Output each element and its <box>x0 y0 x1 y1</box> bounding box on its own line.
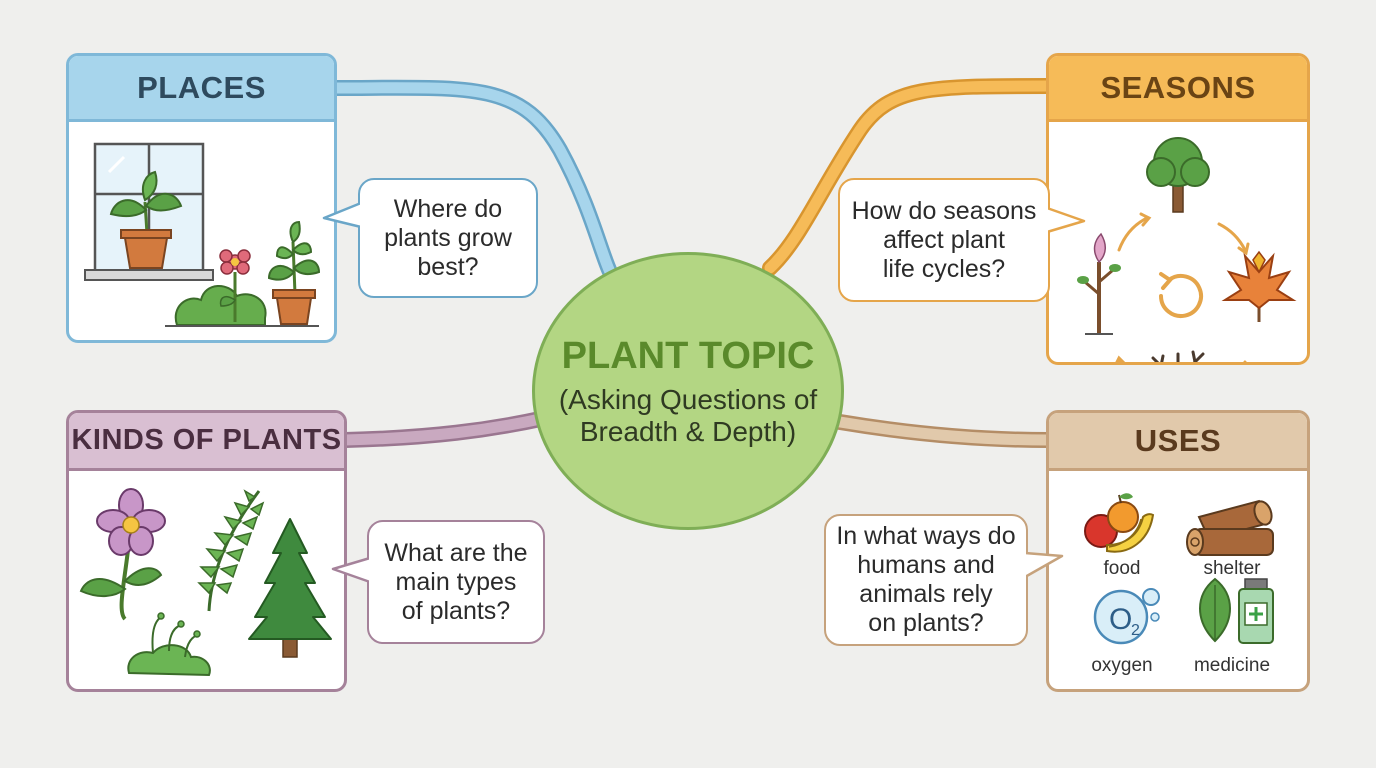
uses-title: USES <box>1049 413 1307 471</box>
places-illustration <box>84 142 321 327</box>
flower-icon <box>79 488 166 621</box>
kinds-card: KINDS OF PLANTS <box>66 410 347 692</box>
food-icon <box>1084 493 1155 553</box>
central-topic-node: PLANT TOPIC (Asking Questions of Breadth… <box>532 252 844 530</box>
summer-tree-icon <box>1146 137 1210 213</box>
pine-tree-icon <box>248 518 332 658</box>
autumn-leaf-icon <box>1221 250 1297 322</box>
central-topic-title: PLANT TOPIC <box>561 334 815 377</box>
oxygen-symbol: O <box>1109 603 1132 636</box>
seasons-bubble-tail <box>1046 206 1086 234</box>
seasons-question-bubble: How do seasons affect plant life cycles? <box>838 178 1050 302</box>
oxygen-icon: O 2 <box>1093 588 1160 645</box>
central-topic-subtitle-line1: (Asking Questions of <box>558 383 818 415</box>
uses-item-medicine: medicine <box>1193 655 1271 676</box>
places-bubble-tail <box>322 201 362 229</box>
uses-item-shelter: shelter <box>1203 558 1261 579</box>
potted-plant-icon <box>109 170 183 269</box>
refresh-icon <box>1159 272 1203 318</box>
moss-icon <box>127 612 211 677</box>
kinds-title: KINDS OF PLANTS <box>69 413 344 471</box>
seasons-card: SEASONS <box>1046 53 1310 365</box>
uses-item-oxygen: oxygen <box>1091 655 1153 676</box>
fern-icon <box>197 489 265 612</box>
uses-card: USES O 2 <box>1046 410 1310 692</box>
spring-sapling-icon <box>1077 232 1121 335</box>
central-topic-subtitle-line2: Breadth & Depth) <box>579 415 797 447</box>
kinds-bubble-tail <box>331 556 371 584</box>
places-card: PLACES <box>66 53 337 343</box>
medicine-icon <box>1199 577 1274 644</box>
cycle-arrows-icon <box>1115 212 1250 362</box>
places-title: PLACES <box>69 56 334 122</box>
uses-illustration: O 2 <box>1084 493 1274 645</box>
winter-tree-icon <box>1151 350 1205 362</box>
flower-icon <box>219 249 251 322</box>
kinds-question-bubble: What are the main types of plants? <box>367 520 545 644</box>
uses-question-bubble: In what ways do humans and animals rely … <box>824 514 1028 646</box>
places-question-bubble: Where do plants grow best? <box>358 178 538 298</box>
potted-plant-icon <box>267 220 321 325</box>
seasons-title: SEASONS <box>1049 56 1307 122</box>
seasons-illustration <box>1077 137 1297 362</box>
uses-bubble-tail <box>1024 551 1064 579</box>
kinds-illustration <box>79 488 332 677</box>
oxygen-subscript: 2 <box>1131 622 1140 639</box>
uses-item-food: food <box>1103 558 1141 579</box>
shelter-icon <box>1186 499 1274 556</box>
